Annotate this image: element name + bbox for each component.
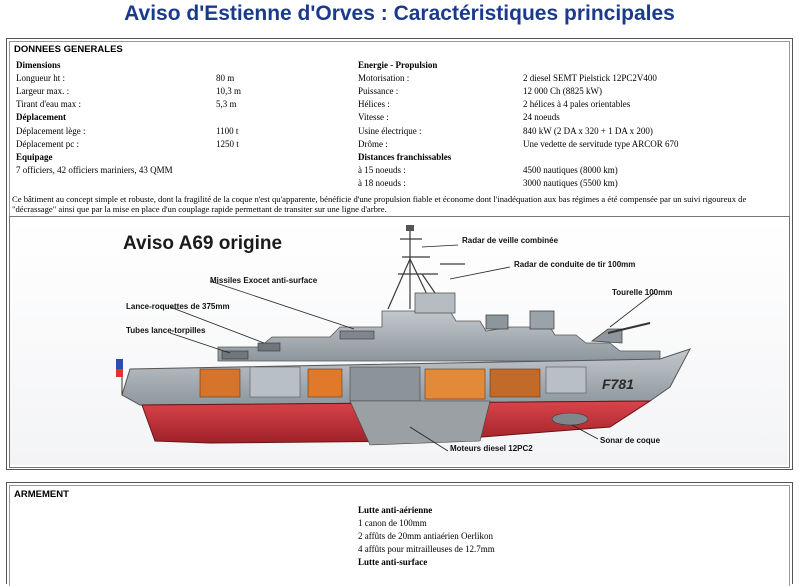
label-radar-tir: Radar de conduite de tir 100mm [514,260,635,269]
en-label-0: Motorisation : [358,73,410,83]
label-tubes: Tubes lance-torpilles [126,326,206,335]
en-value-1: 12 000 Ch (8825 kW) [523,86,602,96]
description-text: Ce bâtiment au concept simple et robuste… [12,194,747,214]
en-label-1: Puissance : [358,86,399,96]
label-radar-veille: Radar de veille combinée [462,236,559,245]
bridge-block [414,292,456,314]
dep-value-0: 1100 t [216,126,239,136]
mast-structure [387,229,465,310]
general-header: DONNEES GENERALES [14,44,123,55]
deplacement-heading: Déplacement [16,112,66,122]
hull-number: F781 [602,376,634,392]
en-value-3: 24 noeuds [523,112,560,122]
anti-air-heading: Lutte anti-aérienne [358,505,433,515]
dim-label-2: Tirant d'eau max : [16,99,82,109]
equipage-heading: Equipage [16,152,53,162]
superstructure [217,310,661,362]
label-tourelle: Tourelle 100mm [612,288,672,297]
flag-blue [116,359,123,369]
callout-lines [169,244,655,452]
dim-label-1: Largeur max. : [16,86,70,96]
label-missiles: Missiles Exocet anti-surface [210,276,318,285]
en-label-2: Hélices : [358,99,390,109]
dist-label-1: à 18 noeuds : [358,178,406,188]
anti-air-item-0: 1 canon de 100mm [358,518,427,528]
en-label-5: Drôme : [358,139,388,149]
dim-label-0: Longueur ht : [16,73,65,83]
funnel [529,310,555,330]
dim-value-0: 80 m [216,73,235,83]
en-value-0: 2 diesel SEMT Pielstick 12PC2V400 [523,73,657,83]
dep-label-1: Déplacement pc : [16,139,79,149]
page-title: Aviso d'Estienne d'Orves : Caractéristiq… [124,2,675,25]
en-label-4: Usine électrique : [358,126,422,136]
anti-air-item-1: 2 affûts de 20mm antiaérien Oerlikon [358,531,494,541]
dep-label-0: Déplacement lège : [16,126,86,136]
label-moteurs: Moteurs diesel 12PC2 [450,444,533,453]
dimensions-heading: Dimensions [16,60,61,70]
sonar-dome [551,412,589,426]
dist-label-0: à 15 noeuds : [358,165,406,175]
label-sonar: Sonar de coque [600,436,661,445]
energie-heading: Energie - Propulsion [358,60,438,70]
en-label-3: Vitesse : [358,112,389,122]
dep-value-1: 1250 t [216,139,239,149]
anti-air-item-2: 4 affûts pour mitrailleuses de 12.7mm [358,544,495,554]
dist-value-0: 4500 nautiques (8000 km) [523,165,618,175]
gun-barrel [607,322,651,334]
armement-frame [9,485,790,586]
equipage-text: 7 officiers, 42 officiers mariniers, 43 … [16,165,173,175]
distances-heading: Distances franchissables [358,152,452,162]
armement-header: ARMEMENT [14,489,69,500]
fire-control-radar [485,314,509,330]
engine-room-cutaway [349,400,491,446]
armement-panel [6,482,793,586]
exocet-launcher [339,330,375,340]
mast-radar [406,225,414,231]
label-lance-roquettes: Lance-roquettes de 375mm [126,302,230,311]
rocket-launcher [257,342,281,352]
en-value-2: 2 hélices à 4 pales orientables [523,99,631,109]
cutaway-sections [199,366,587,402]
en-value-5: Une vedette de servitude type ARCOR 670 [523,139,679,149]
dim-value-2: 5,3 m [216,99,237,109]
flag-red [116,369,123,377]
ship-cutaway-illustration: Aviso A69 origine F781 [10,219,788,465]
anti-surface-heading: Lutte anti-surface [358,557,428,567]
en-value-4: 840 kW (2 DA x 320 + 1 DA x 200) [523,126,653,136]
dim-value-1: 10,3 m [216,86,242,96]
dist-value-1: 3000 nautiques (5500 km) [523,178,618,188]
torpedo-tubes [221,350,249,360]
figure-title: Aviso A69 origine [123,233,282,254]
